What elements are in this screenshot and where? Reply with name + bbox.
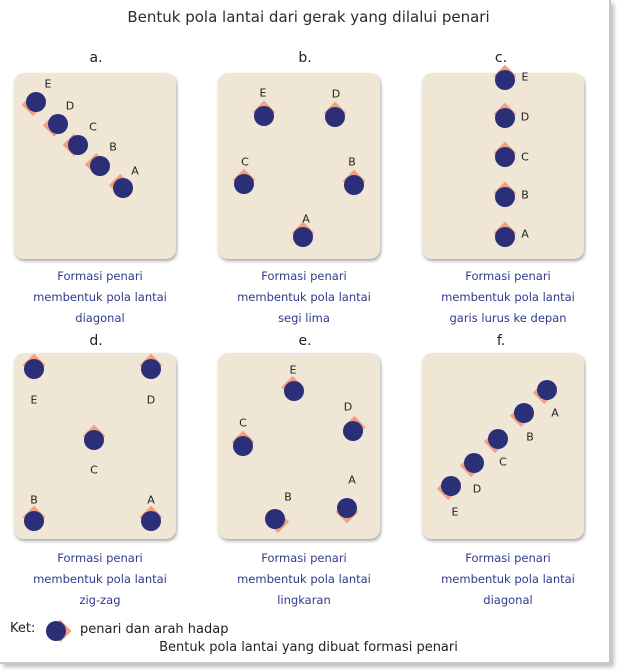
caption-line: membentuk pola lantai [237, 290, 371, 304]
dancer-head-icon [495, 187, 515, 207]
dancer-head-icon [141, 359, 161, 379]
dancer-head-icon [84, 430, 104, 450]
caption-line: Formasi penari [57, 269, 143, 283]
dancer-head-icon [495, 108, 515, 128]
panel-caption-e: Formasi penari membentuk pola lantai lingk… [204, 548, 404, 611]
caption-line: segi lima [278, 311, 330, 325]
caption-line: Formasi penari [261, 551, 347, 565]
dancer-label: E [451, 505, 459, 519]
caption-line: membentuk pola lantai [237, 572, 371, 586]
dancer-label: B [526, 430, 534, 444]
dancer-label: E [44, 77, 52, 91]
dancer-head-icon [141, 511, 161, 531]
dancer-head-icon [113, 178, 133, 198]
dancer-label: B [521, 188, 529, 202]
dancer-label: C [241, 155, 249, 169]
dancer-label: A [348, 473, 356, 487]
dancer-label: A [131, 164, 139, 178]
dancer-head-icon [495, 70, 515, 90]
caption-line: Formasi penari [261, 269, 347, 283]
dancer-label: D [146, 393, 156, 407]
panel-letter-e: e. [298, 333, 312, 349]
panel-letter-b: b. [298, 50, 312, 66]
caption-line: zig-zag [79, 593, 121, 607]
dancer-head-icon [344, 175, 364, 195]
caption-line: lingkaran [277, 593, 331, 607]
caption-line: garis lurus ke depan [449, 311, 567, 325]
dancer-head-icon [48, 114, 68, 134]
dancer-head-icon [68, 135, 88, 155]
dancer-label: D [65, 99, 75, 113]
caption-line: Formasi penari [57, 551, 143, 565]
caption-line: membentuk pola lantai [33, 290, 167, 304]
dancer-label: B [284, 490, 292, 504]
dancer-label: C [239, 416, 247, 430]
dancer-label: A [302, 212, 310, 226]
dancer-label: B [30, 493, 38, 507]
dancer-head-icon [90, 156, 110, 176]
dancer-head-icon [441, 476, 461, 496]
dancer-label: D [520, 110, 530, 124]
dancer-head-icon [24, 511, 44, 531]
dancer-label: B [109, 140, 117, 154]
panel-letter-c: c. [494, 50, 508, 66]
dancer-label: A [551, 406, 559, 420]
dancer-head-icon [337, 498, 357, 518]
panel-letter-d: d. [89, 333, 103, 349]
caption-line: membentuk pola lantai [33, 572, 167, 586]
dancer-label: A [521, 227, 529, 241]
dancer-head-icon [293, 227, 313, 247]
dancer-label: E [289, 363, 297, 377]
figure-footer: Bentuk pola lantai yang dibuat formasi p… [159, 640, 458, 655]
dancer-head-icon [234, 174, 254, 194]
panel-caption-d: Formasi penari membentuk pola lantai zig-z… [0, 548, 200, 611]
dancer-label: D [343, 400, 353, 414]
dancer-head-icon [233, 436, 253, 456]
dancer-head-icon [495, 227, 515, 247]
dancer-head-icon [343, 421, 363, 441]
caption-line: membentuk pola lantai [441, 290, 575, 304]
dancer-head-icon [265, 509, 285, 529]
panel-letter-a: a. [89, 50, 103, 66]
dancer-head-icon [495, 147, 515, 167]
dancer-label: D [331, 87, 341, 101]
dancer-head-icon [254, 106, 274, 126]
caption-line: membentuk pola lantai [441, 572, 575, 586]
dancer-head-icon [537, 380, 557, 400]
dancer-head-icon [24, 359, 44, 379]
panel-letter-f: f. [496, 333, 506, 349]
panel-caption-c: Formasi penari membentuk pola lantai garis… [408, 266, 608, 329]
dancer-head-icon [26, 92, 46, 112]
dancer-label: E [521, 70, 529, 84]
dancer-head-icon [514, 403, 534, 423]
figure-title: Bentuk pola lantai dari gerak yang dilal… [127, 8, 490, 26]
panel-caption-a: Formasi penari membentuk pola lantai diago… [0, 266, 200, 329]
panel-caption-f: Formasi penari membentuk pola lantai diago… [408, 548, 608, 611]
legend-text: penari dan arah hadap [80, 622, 229, 637]
dancer-label: C [499, 455, 507, 469]
panel-caption-b: Formasi penari membentuk pola lantai segi … [204, 266, 404, 329]
caption-line: Formasi penari [465, 551, 551, 565]
caption-line: Formasi penari [465, 269, 551, 283]
legend-prefix: Ket: [10, 621, 36, 636]
dancer-label: C [90, 463, 98, 477]
caption-line: diagonal [483, 593, 533, 607]
dancer-head-icon [488, 429, 508, 449]
dancer-label: E [30, 393, 38, 407]
dancer-label: A [147, 493, 155, 507]
dancer-label: C [89, 120, 97, 134]
dancer-label: C [521, 150, 529, 164]
dancer-head-icon [284, 381, 304, 401]
dancer-label: B [348, 155, 356, 169]
dancer-label: E [259, 86, 267, 100]
dancer-head-icon [464, 453, 484, 473]
dancer-head-icon [325, 107, 345, 127]
dancer-label: D [472, 482, 482, 496]
caption-line: diagonal [75, 311, 125, 325]
